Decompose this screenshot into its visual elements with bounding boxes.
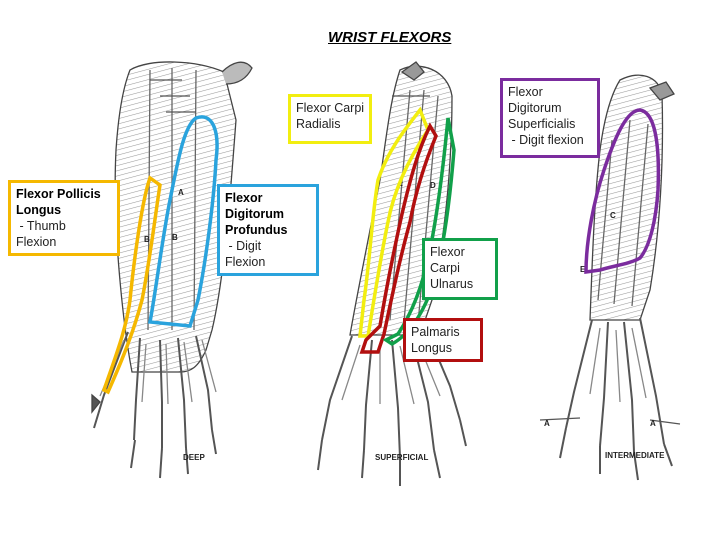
label-flexor-pollicis-longus: Flexor Pollicis Longus - Thumb Flexion: [8, 180, 120, 256]
intermediate-forearm-drawing: [539, 74, 681, 481]
label-flexor-digitorum-profundus: Flexor Digitorum Profundus - Digit Flexi…: [217, 184, 319, 276]
fcr-name-line-1: Flexor Carpi: [296, 101, 365, 115]
fpl-name-line-2: Longus: [16, 203, 62, 217]
pl-outline: [359, 122, 438, 354]
fpl-sub-line-1: - Thumb: [16, 219, 66, 233]
fcr-name-line-2: Radialis: [296, 117, 341, 131]
fdp-name-line-2: Digitorum: [225, 207, 285, 221]
fcu-outline: [382, 117, 456, 347]
label-flexor-digitorum-superficialis: Flexor Digitorum Superficialis - Digit f…: [500, 78, 600, 158]
fdp-outline: [147, 115, 219, 328]
letter-e-intermediate: E: [580, 265, 586, 274]
letter-c-intermediate: C: [610, 211, 616, 220]
fdp-name-line-1: Flexor: [225, 191, 263, 205]
label-palmaris-longus: Palmaris Longus: [403, 318, 483, 362]
pl-name-line-1: Palmaris: [411, 325, 460, 339]
fpl-name-line-1: Flexor Pollicis: [16, 187, 101, 201]
fpl-sub-line-2: Flexion: [16, 235, 57, 249]
letter-b-deep-1: B: [144, 235, 150, 244]
letter-b-deep-2: B: [172, 233, 178, 242]
page-title: WRIST FLEXORS: [328, 29, 452, 46]
pl-name-line-2: Longus: [411, 341, 453, 355]
fcu-name-line-3: Ulnarus: [430, 277, 474, 291]
label-flexor-carpi-ulnarus: Flexor Carpi Ulnarus: [422, 238, 498, 300]
fds-name-line-2: Digitorum: [508, 101, 562, 115]
fdp-sub-line-1: - Digit: [225, 239, 262, 253]
letter-a-intermediate-2: A: [650, 419, 656, 428]
fds-name-line-1: Flexor: [508, 85, 543, 99]
letter-a-deep: A: [178, 188, 184, 197]
letter-d-superficial: D: [430, 181, 436, 190]
deep-forearm-drawing: [91, 61, 253, 479]
fcu-name-line-2: Carpi: [430, 261, 460, 275]
label-flexor-carpi-radialis: Flexor Carpi Radialis: [288, 94, 372, 144]
fdp-name-line-3: Profundus: [225, 223, 288, 237]
fds-outline: [584, 108, 661, 275]
letter-f-superficial: F: [398, 181, 403, 190]
fds-sub-line-1: - Digit flexion: [508, 133, 584, 147]
fdp-sub-line-2: Flexion: [225, 255, 266, 269]
caption-deep: DEEP: [183, 453, 205, 462]
fcu-name-line-1: Flexor: [430, 245, 465, 259]
caption-superficial: SUPERFICIAL: [375, 453, 428, 462]
fcr-outline: [358, 106, 430, 338]
letter-a-intermediate-1: A: [544, 419, 550, 428]
caption-intermediate: INTERMEDIATE: [605, 451, 665, 460]
fpl-outline: [101, 175, 162, 395]
fds-name-line-3: Superficialis: [508, 117, 576, 131]
